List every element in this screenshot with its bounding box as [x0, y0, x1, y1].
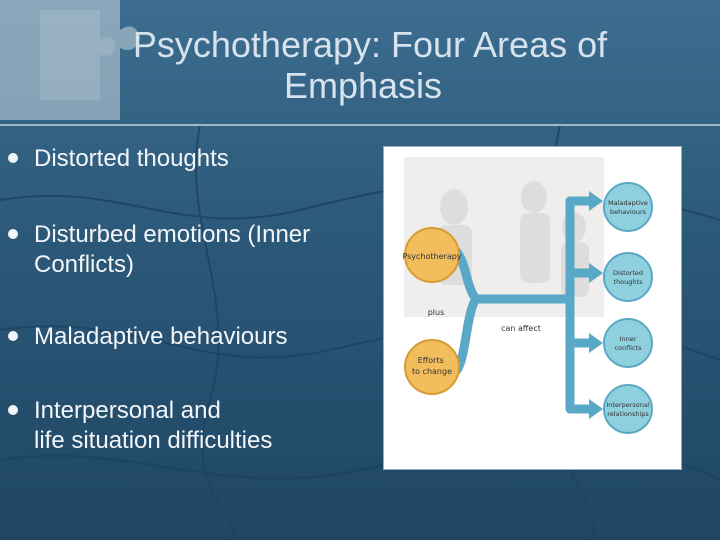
outcome-circle: [603, 182, 653, 232]
arrowhead-icon: [589, 399, 603, 419]
bullet-dot-icon: [8, 153, 18, 163]
bullet-text: Maladaptive behaviours: [34, 323, 288, 350]
connector-label-can-affect: can affect: [501, 324, 541, 333]
bullet-dot-icon: [8, 331, 18, 341]
slide-title: Psychotherapy: Four Areas of Emphasis: [0, 24, 720, 106]
outcome-circle: [603, 318, 653, 368]
connector-label-plus: plus: [428, 308, 445, 317]
input-circle-efforts: [404, 339, 460, 395]
bullet-item: Interpersonal and life situation difficu…: [8, 396, 368, 456]
bullet-item: Disturbed emotions (Inner Conflicts): [8, 220, 368, 280]
input-circle-psychotherapy: [404, 227, 460, 283]
outcome-circle: [603, 384, 653, 434]
bullet-text: Disturbed emotions (Inner: [34, 221, 311, 248]
arrowhead-icon: [589, 333, 603, 353]
therapy-diagram: Psychotherapy Efforts to change plus can…: [383, 146, 682, 470]
title-line-1: Psychotherapy: Four Areas of: [132, 24, 608, 65]
bullet-text-continuation: Conflicts): [34, 251, 135, 278]
bullet-item: Distorted thoughts: [8, 144, 368, 174]
title-divider: [0, 124, 720, 126]
title-line-2: Emphasis: [283, 65, 443, 106]
bullet-text: Interpersonal and: [34, 397, 221, 424]
arrowhead-icon: [589, 263, 603, 283]
arrowhead-icon: [589, 191, 603, 211]
input-label-psychotherapy: Psychotherapy: [402, 252, 461, 261]
bullet-dot-icon: [8, 229, 18, 239]
bullet-dot-icon: [8, 405, 18, 415]
outcome-circle: [603, 252, 653, 302]
bullet-item: Maladaptive behaviours: [8, 322, 368, 352]
bullet-text: Distorted thoughts: [34, 145, 229, 172]
bullet-text-continuation: life situation difficulties: [34, 427, 273, 454]
input-label-efforts: Efforts to change: [412, 356, 452, 376]
